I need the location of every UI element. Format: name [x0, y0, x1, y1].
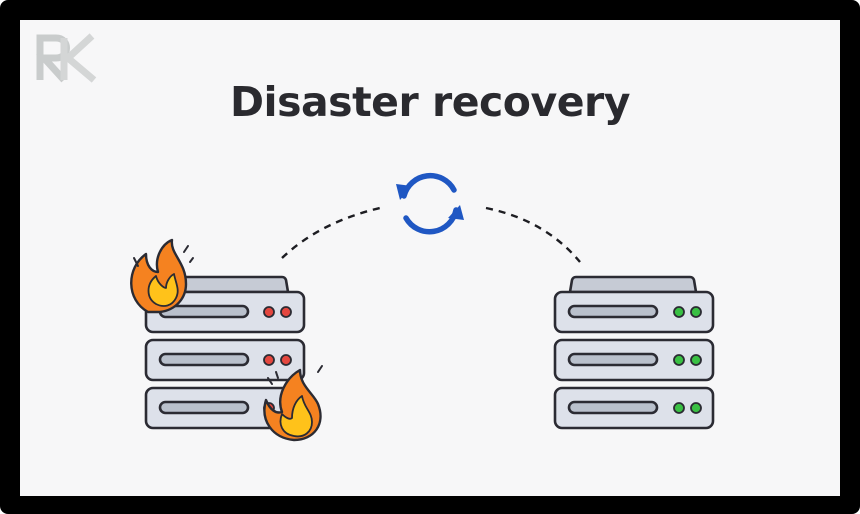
failed-server-rack — [130, 238, 323, 442]
server-rack-icon — [553, 275, 715, 430]
dashed-link-left — [281, 206, 381, 259]
status-lights-ok — [673, 306, 702, 414]
recovery-server-rack — [553, 275, 715, 430]
flame-icon — [263, 368, 322, 442]
rk-monogram-icon — [36, 33, 97, 83]
sync-arrows-icon — [401, 172, 459, 235]
flame-icon — [130, 238, 188, 314]
dashed-link-right — [485, 206, 581, 263]
page-title: Disaster recovery — [230, 78, 630, 126]
